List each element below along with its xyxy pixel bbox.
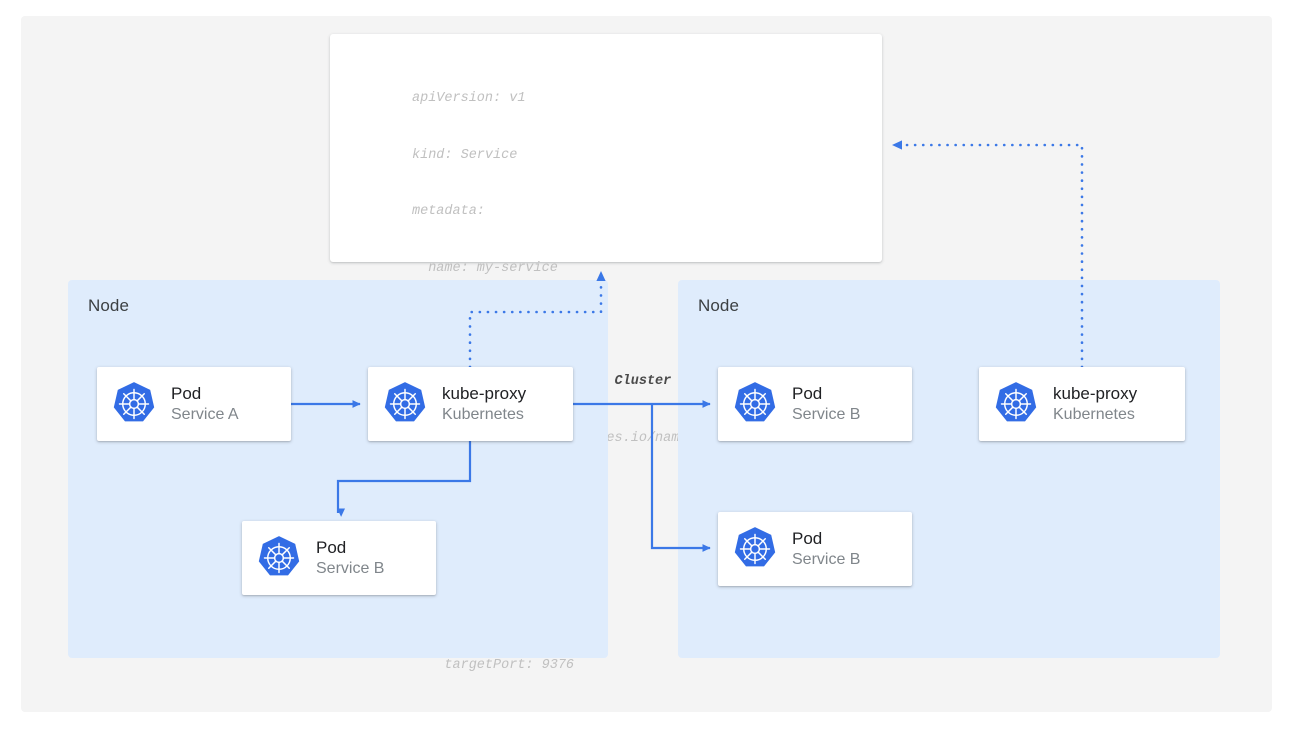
kubernetes-icon xyxy=(113,382,155,422)
yaml-line: metadata: xyxy=(412,204,485,220)
node-group-left: Node xyxy=(68,280,608,658)
card-subtitle: Kubernetes xyxy=(1053,405,1135,423)
yaml-line: kind: Service xyxy=(412,147,518,163)
card-title: kube-proxy xyxy=(442,383,527,403)
card-subtitle: Service B xyxy=(792,405,861,423)
card-title: Pod xyxy=(171,383,202,403)
card-kube-proxy-right[interactable]: kube-proxy Kubernetes xyxy=(979,367,1185,441)
kubernetes-icon xyxy=(734,382,776,422)
yaml-line: targetPort: 9376 xyxy=(412,658,575,673)
card-text: Pod Service B xyxy=(792,384,860,424)
yaml-line: apiVersion: v1 xyxy=(412,90,526,106)
card-pod-service-b-remote-bottom[interactable]: Pod Service B xyxy=(718,512,912,586)
card-kube-proxy-left[interactable]: kube-proxy Kubernetes xyxy=(368,367,573,441)
card-text: kube-proxy Kubernetes xyxy=(442,384,526,424)
card-text: Pod Service B xyxy=(792,529,860,569)
card-title: Pod xyxy=(792,528,823,548)
card-text: Pod Service B xyxy=(316,538,384,578)
yaml-line: name: my-service xyxy=(412,260,558,276)
card-pod-service-b-local[interactable]: Pod Service B xyxy=(242,521,436,595)
card-text: Pod Service A xyxy=(171,384,239,424)
card-pod-service-a[interactable]: Pod Service A xyxy=(97,367,291,441)
service-manifest-card: apiVersion: v1 kind: Service metadata: n… xyxy=(330,34,882,673)
node-label: Node xyxy=(88,296,130,315)
kubernetes-icon xyxy=(258,536,300,576)
node-group-right: Node xyxy=(678,280,1220,658)
card-subtitle: Service B xyxy=(792,550,861,568)
kubernetes-icon xyxy=(384,382,426,422)
card-title: Pod xyxy=(316,537,347,557)
kubernetes-icon xyxy=(734,527,776,567)
node-label: Node xyxy=(698,296,740,315)
kubernetes-icon xyxy=(995,382,1037,422)
card-subtitle: Kubernetes xyxy=(442,405,524,423)
card-text: kube-proxy Kubernetes xyxy=(1053,384,1137,424)
card-pod-service-b-remote-top[interactable]: Pod Service B xyxy=(718,367,912,441)
card-title: Pod xyxy=(792,383,823,403)
card-title: kube-proxy xyxy=(1053,383,1138,403)
card-subtitle: Service A xyxy=(171,405,239,423)
card-subtitle: Service B xyxy=(316,559,385,577)
